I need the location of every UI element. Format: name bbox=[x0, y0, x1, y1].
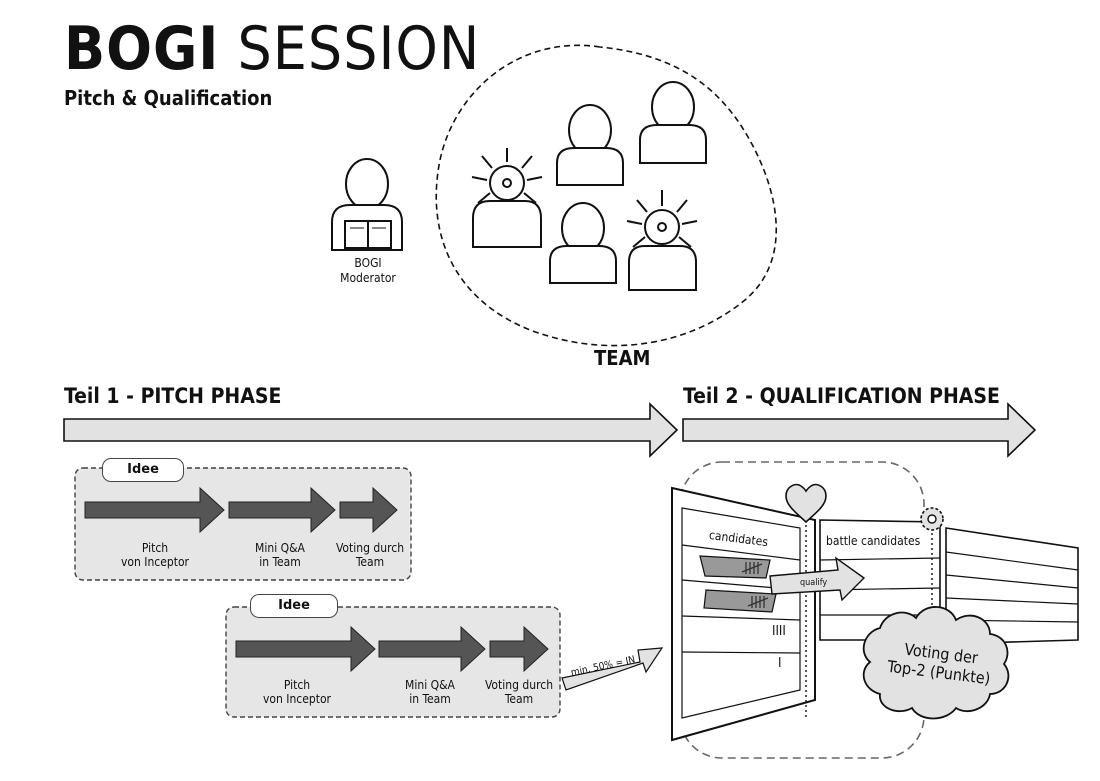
idea-card: Idee bbox=[102, 458, 184, 482]
step-pitch-label: Pitch von Inceptor bbox=[263, 678, 331, 706]
moderator-icon bbox=[331, 158, 403, 251]
inceptor-idea-icon bbox=[626, 190, 698, 291]
step-arrow-qa-1 bbox=[228, 486, 336, 534]
team-label: TEAM bbox=[594, 346, 651, 370]
step-qa-label: Mini Q&A in Team bbox=[255, 541, 305, 569]
step-arrow-pitch-2 bbox=[235, 625, 376, 673]
phase-1-title: Teil 1 - PITCH PHASE bbox=[64, 384, 282, 408]
step-arrow-pitch-1 bbox=[84, 486, 225, 534]
ranking-list bbox=[945, 551, 1079, 623]
phase-1-arrow bbox=[63, 402, 679, 458]
phase-2-arrow bbox=[682, 402, 1037, 458]
pitch-box-2 bbox=[225, 606, 561, 718]
battle-candidates-heading: battle candidates bbox=[826, 534, 921, 548]
qualify-label: qualify bbox=[800, 578, 828, 588]
qualification-board bbox=[671, 486, 1079, 742]
step-arrow-vote-1 bbox=[339, 486, 398, 534]
qualify-arrow bbox=[769, 556, 866, 602]
inceptor-idea-icon bbox=[471, 148, 543, 248]
candidate-tag bbox=[699, 555, 771, 579]
moderator-label: BOGI Moderator bbox=[340, 256, 396, 285]
page-title: BOGI SESSION bbox=[64, 14, 480, 84]
tally-marks bbox=[741, 562, 769, 608]
step-arrow-qa-2 bbox=[378, 625, 486, 673]
tally-four: IIII bbox=[772, 624, 786, 639]
person-icon bbox=[639, 81, 707, 164]
step-pitch-label: Pitch von Inceptor bbox=[121, 541, 189, 569]
cloud-icon bbox=[862, 606, 1010, 720]
title-light: SESSION bbox=[237, 14, 481, 84]
person-icon bbox=[556, 104, 624, 186]
step-qa-label: Mini Q&A in Team bbox=[405, 678, 455, 706]
person-icon bbox=[549, 202, 617, 284]
idea-card: Idee bbox=[250, 594, 338, 618]
pitch-box-1 bbox=[74, 467, 412, 581]
heart-icon bbox=[785, 483, 827, 524]
step-vote-label: Voting durch Team bbox=[484, 678, 554, 706]
tally-one: I bbox=[778, 656, 782, 671]
title-bold: BOGI bbox=[64, 14, 220, 84]
page-subtitle: Pitch & Qualification bbox=[64, 86, 273, 110]
header: BOGI SESSION Pitch & Qualification bbox=[64, 14, 480, 110]
step-vote-label: Voting durch Team bbox=[335, 541, 405, 569]
team-boundary bbox=[435, 44, 778, 347]
threshold-arrow bbox=[561, 647, 664, 691]
step-arrow-vote-2 bbox=[489, 625, 549, 673]
gear-icon bbox=[920, 507, 944, 531]
phase-2-title: Teil 2 - QUALIFICATION PHASE bbox=[683, 384, 1000, 408]
candidate-tag bbox=[703, 589, 777, 613]
